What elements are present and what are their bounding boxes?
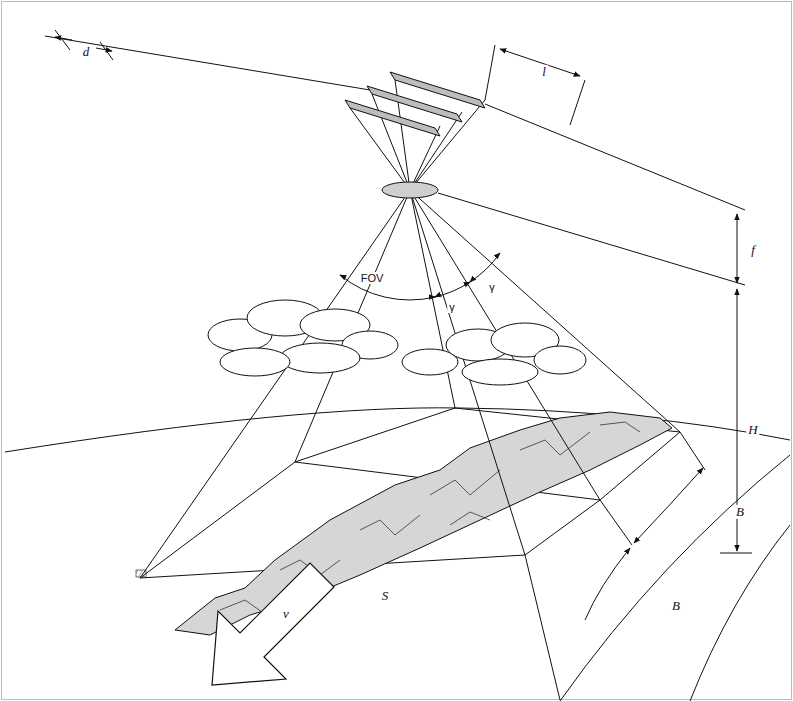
dimension-label: l bbox=[540, 65, 548, 79]
dimension-label: γ bbox=[487, 281, 497, 293]
dimension-label: f bbox=[749, 243, 757, 257]
dimension-label: H bbox=[746, 423, 759, 437]
dimension-label: γ bbox=[447, 301, 457, 313]
dimension-label: B bbox=[670, 599, 682, 613]
dimension-label: d bbox=[81, 45, 92, 59]
dimension-label: FOV bbox=[359, 272, 386, 284]
dimension-label: B bbox=[734, 505, 746, 519]
dimension-label: v bbox=[281, 607, 291, 621]
dimension-label: S bbox=[380, 589, 391, 603]
